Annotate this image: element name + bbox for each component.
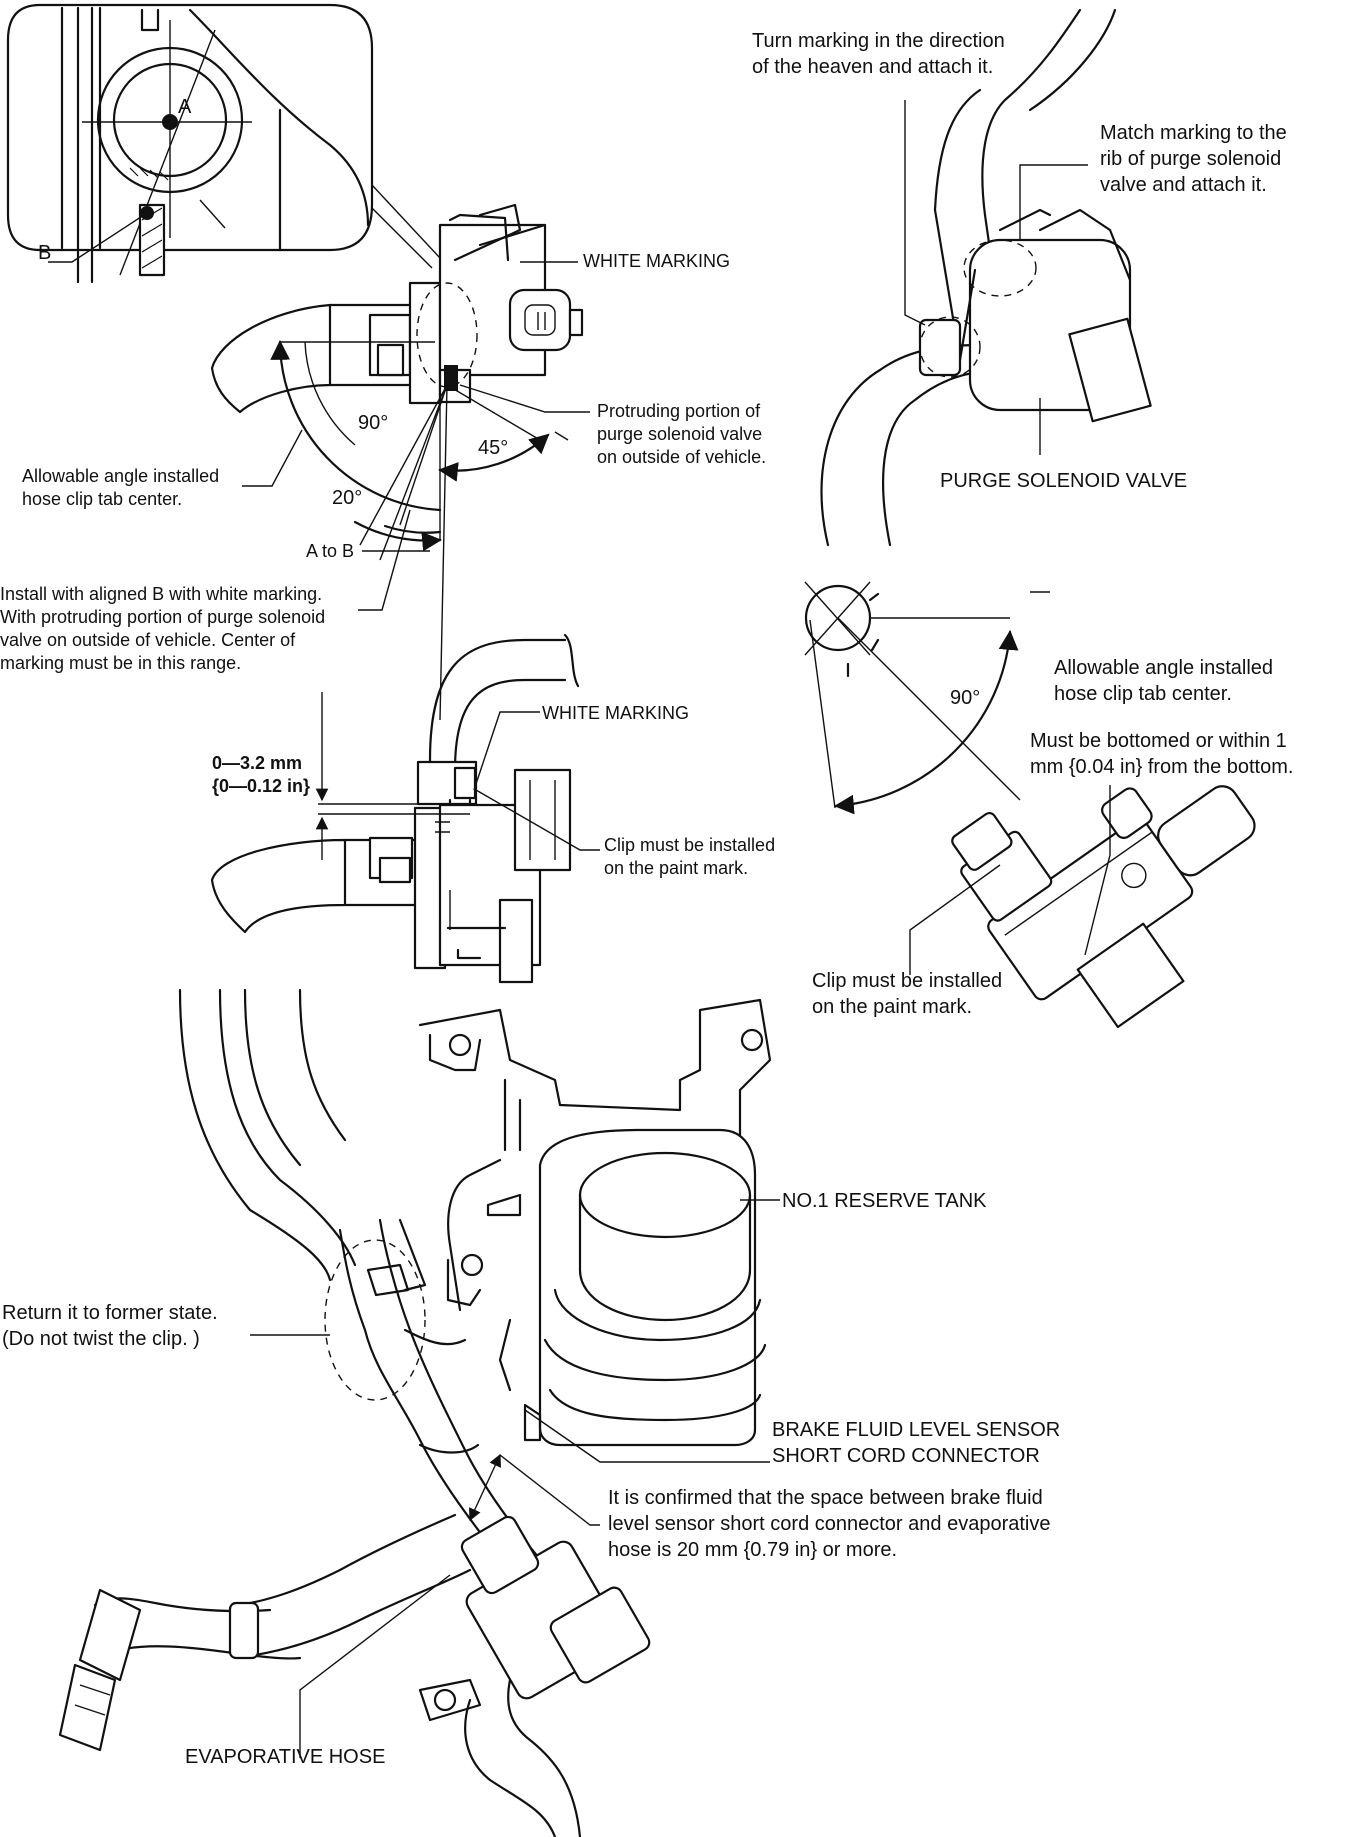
reserve-tank-assembly-view — [58, 988, 772, 1837]
label-brake-fluid-sensor: BRAKE FLUID LEVEL SENSOR SHORT CORD CONN… — [772, 1419, 1061, 1467]
label-turn-marking: Turn marking in the direction of the hea… — [752, 30, 1005, 78]
label-install-aligned: Install with aligned B with white markin… — [0, 584, 326, 673]
label-clearance-dimension: 0—3.2 mm {0—0.12 in} — [212, 753, 311, 796]
label-purge-solenoid-valve: PURGE SOLENOID VALVE — [940, 470, 1188, 492]
label-point-b: B — [38, 242, 52, 264]
label-angle-90-left: 90° — [358, 412, 389, 434]
valve-right-angled-view — [804, 581, 1256, 1029]
detail-inset — [6, 3, 374, 284]
label-angle-90-right: 90° — [950, 687, 981, 709]
label-a-to-b: A to B — [306, 541, 355, 561]
label-protruding-portion: Protruding portion of purge solenoid val… — [597, 401, 767, 467]
label-angle-20: 20° — [332, 487, 363, 509]
label-must-be-bottomed: Must be bottomed or within 1 mm {0.04 in… — [1030, 730, 1294, 778]
label-allowable-angle-right: Allowable angle installed hose clip tab … — [1054, 657, 1274, 705]
label-evaporative-hose: EVAPORATIVE HOSE — [185, 1746, 386, 1768]
clearance-dimension — [315, 692, 470, 860]
valve-top-right-view — [820, 8, 1152, 547]
label-white-marking-side: WHITE MARKING — [542, 703, 689, 723]
label-return-former-state: Return it to former state. (Do not twist… — [2, 1302, 218, 1350]
label-reserve-tank: NO.1 RESERVE TANK — [782, 1190, 987, 1212]
angle-guides-left — [270, 340, 569, 721]
label-angle-45: 45° — [478, 437, 509, 459]
valve-top-view — [210, 203, 584, 414]
label-allowable-angle-left: Allowable angle installed hose clip tab … — [22, 466, 220, 509]
label-clip-paint-mark-left: Clip must be installed on the paint mark… — [604, 835, 776, 878]
label-point-a: A — [178, 96, 192, 118]
label-white-marking-top: WHITE MARKING — [583, 251, 730, 271]
valve-side-view — [210, 633, 580, 984]
label-space-confirmed: It is confirmed that the space between b… — [608, 1487, 1051, 1561]
label-match-marking: Match marking to the rib of purge soleno… — [1100, 122, 1287, 196]
label-clip-paint-mark-right: Clip must be installed on the paint mark… — [812, 970, 1003, 1018]
